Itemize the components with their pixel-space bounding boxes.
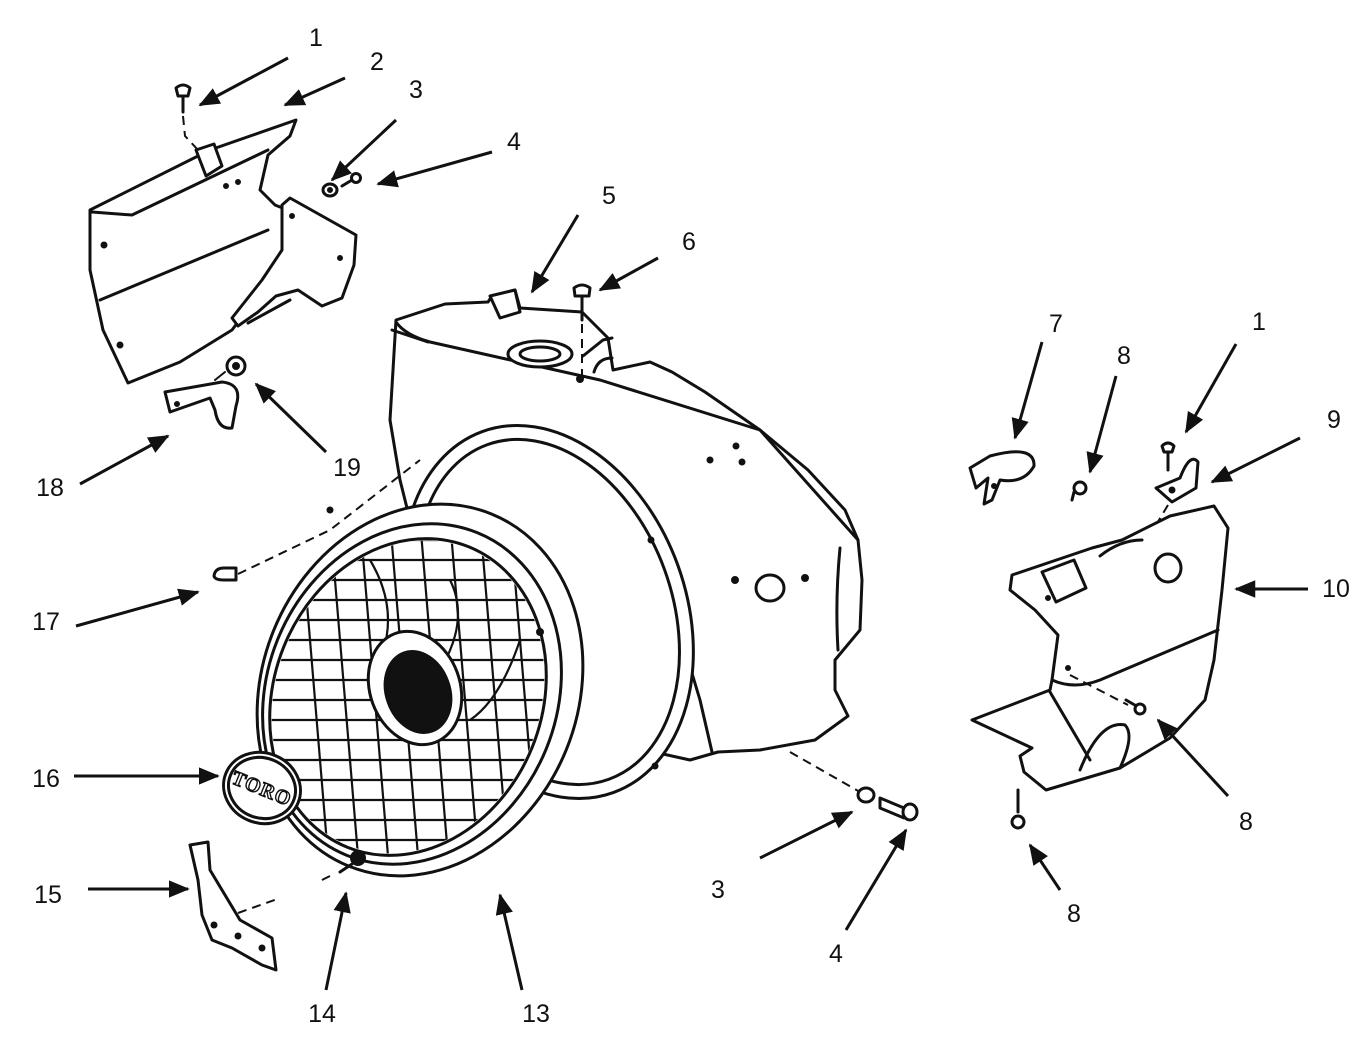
callout-16: 16 <box>32 765 60 793</box>
arrow-1-top-left <box>198 56 289 107</box>
toro-emblem: TORO <box>222 750 302 826</box>
callout-3-top: 3 <box>409 76 423 104</box>
callout-2: 2 <box>370 48 384 76</box>
callout-13: 13 <box>522 1000 550 1028</box>
arrow-8-bottom <box>1028 843 1062 891</box>
callout-19: 19 <box>333 454 361 482</box>
callout-5: 5 <box>602 182 616 210</box>
arrow-2 <box>283 76 346 107</box>
screw-4-lower <box>878 796 919 822</box>
arrow-4-lower <box>844 828 908 931</box>
arrow-7 <box>1011 341 1044 440</box>
arrow-9 <box>1210 436 1301 484</box>
arrow-4-top <box>376 150 493 188</box>
callout-1-top-left: 1 <box>309 24 323 52</box>
bracket-15 <box>188 840 281 972</box>
arrow-6 <box>598 256 659 292</box>
screw-17 <box>212 459 421 582</box>
clip-18 <box>163 380 240 430</box>
screw-19 <box>214 355 247 381</box>
callout-10: 10 <box>1322 575 1350 603</box>
upper-left-bracket <box>230 196 358 328</box>
washer-3-lower <box>789 751 876 804</box>
arrow-17 <box>75 588 200 628</box>
callout-17: 17 <box>32 608 60 636</box>
callout-7: 7 <box>1049 310 1063 338</box>
screw-4-top <box>340 172 362 188</box>
arrow-14 <box>324 891 351 991</box>
screw-8-bottom <box>1010 788 1026 830</box>
callout-18: 18 <box>36 474 64 502</box>
screw-14 <box>317 850 366 883</box>
screw-1-top-left <box>174 83 199 151</box>
screw-8-top <box>1070 480 1088 502</box>
upper-left-shroud <box>88 118 302 385</box>
arrow-18 <box>79 434 170 486</box>
arrow-8-mid <box>1156 718 1230 798</box>
right-shroud-10 <box>970 504 1230 792</box>
arrow-13 <box>495 893 524 991</box>
arrow-19 <box>254 382 328 454</box>
callout-15: 15 <box>34 881 62 909</box>
arrow-1-right <box>1184 343 1238 434</box>
callout-8-mid: 8 <box>1239 808 1253 836</box>
callout-labels: 1 2 3 4 5 6 7 8 1 9 10 8 8 3 4 13 14 15 … <box>32 24 1350 1028</box>
arrow-8-top <box>1086 375 1118 474</box>
callout-14: 14 <box>308 1000 336 1028</box>
screw-6 <box>572 283 592 376</box>
fan-guard[interactable] <box>202 455 637 926</box>
callout-8-bottom: 8 <box>1067 900 1081 928</box>
callout-arrows <box>74 56 1308 991</box>
arrow-3-top <box>330 118 398 182</box>
screw-1-right <box>1160 441 1176 472</box>
callout-8-top: 8 <box>1117 342 1131 370</box>
arrow-3-lower <box>759 810 854 860</box>
screw-8-mid <box>1124 698 1147 716</box>
callout-1-right: 1 <box>1252 308 1266 336</box>
clamp-7 <box>968 450 1036 506</box>
callout-4-top: 4 <box>507 128 521 156</box>
callout-6: 6 <box>682 228 696 256</box>
callout-9: 9 <box>1327 406 1341 434</box>
arrow-5 <box>530 214 580 294</box>
washer-3-top <box>321 182 339 198</box>
callout-3-lower: 3 <box>711 876 725 904</box>
callout-4-lower: 4 <box>829 940 843 968</box>
